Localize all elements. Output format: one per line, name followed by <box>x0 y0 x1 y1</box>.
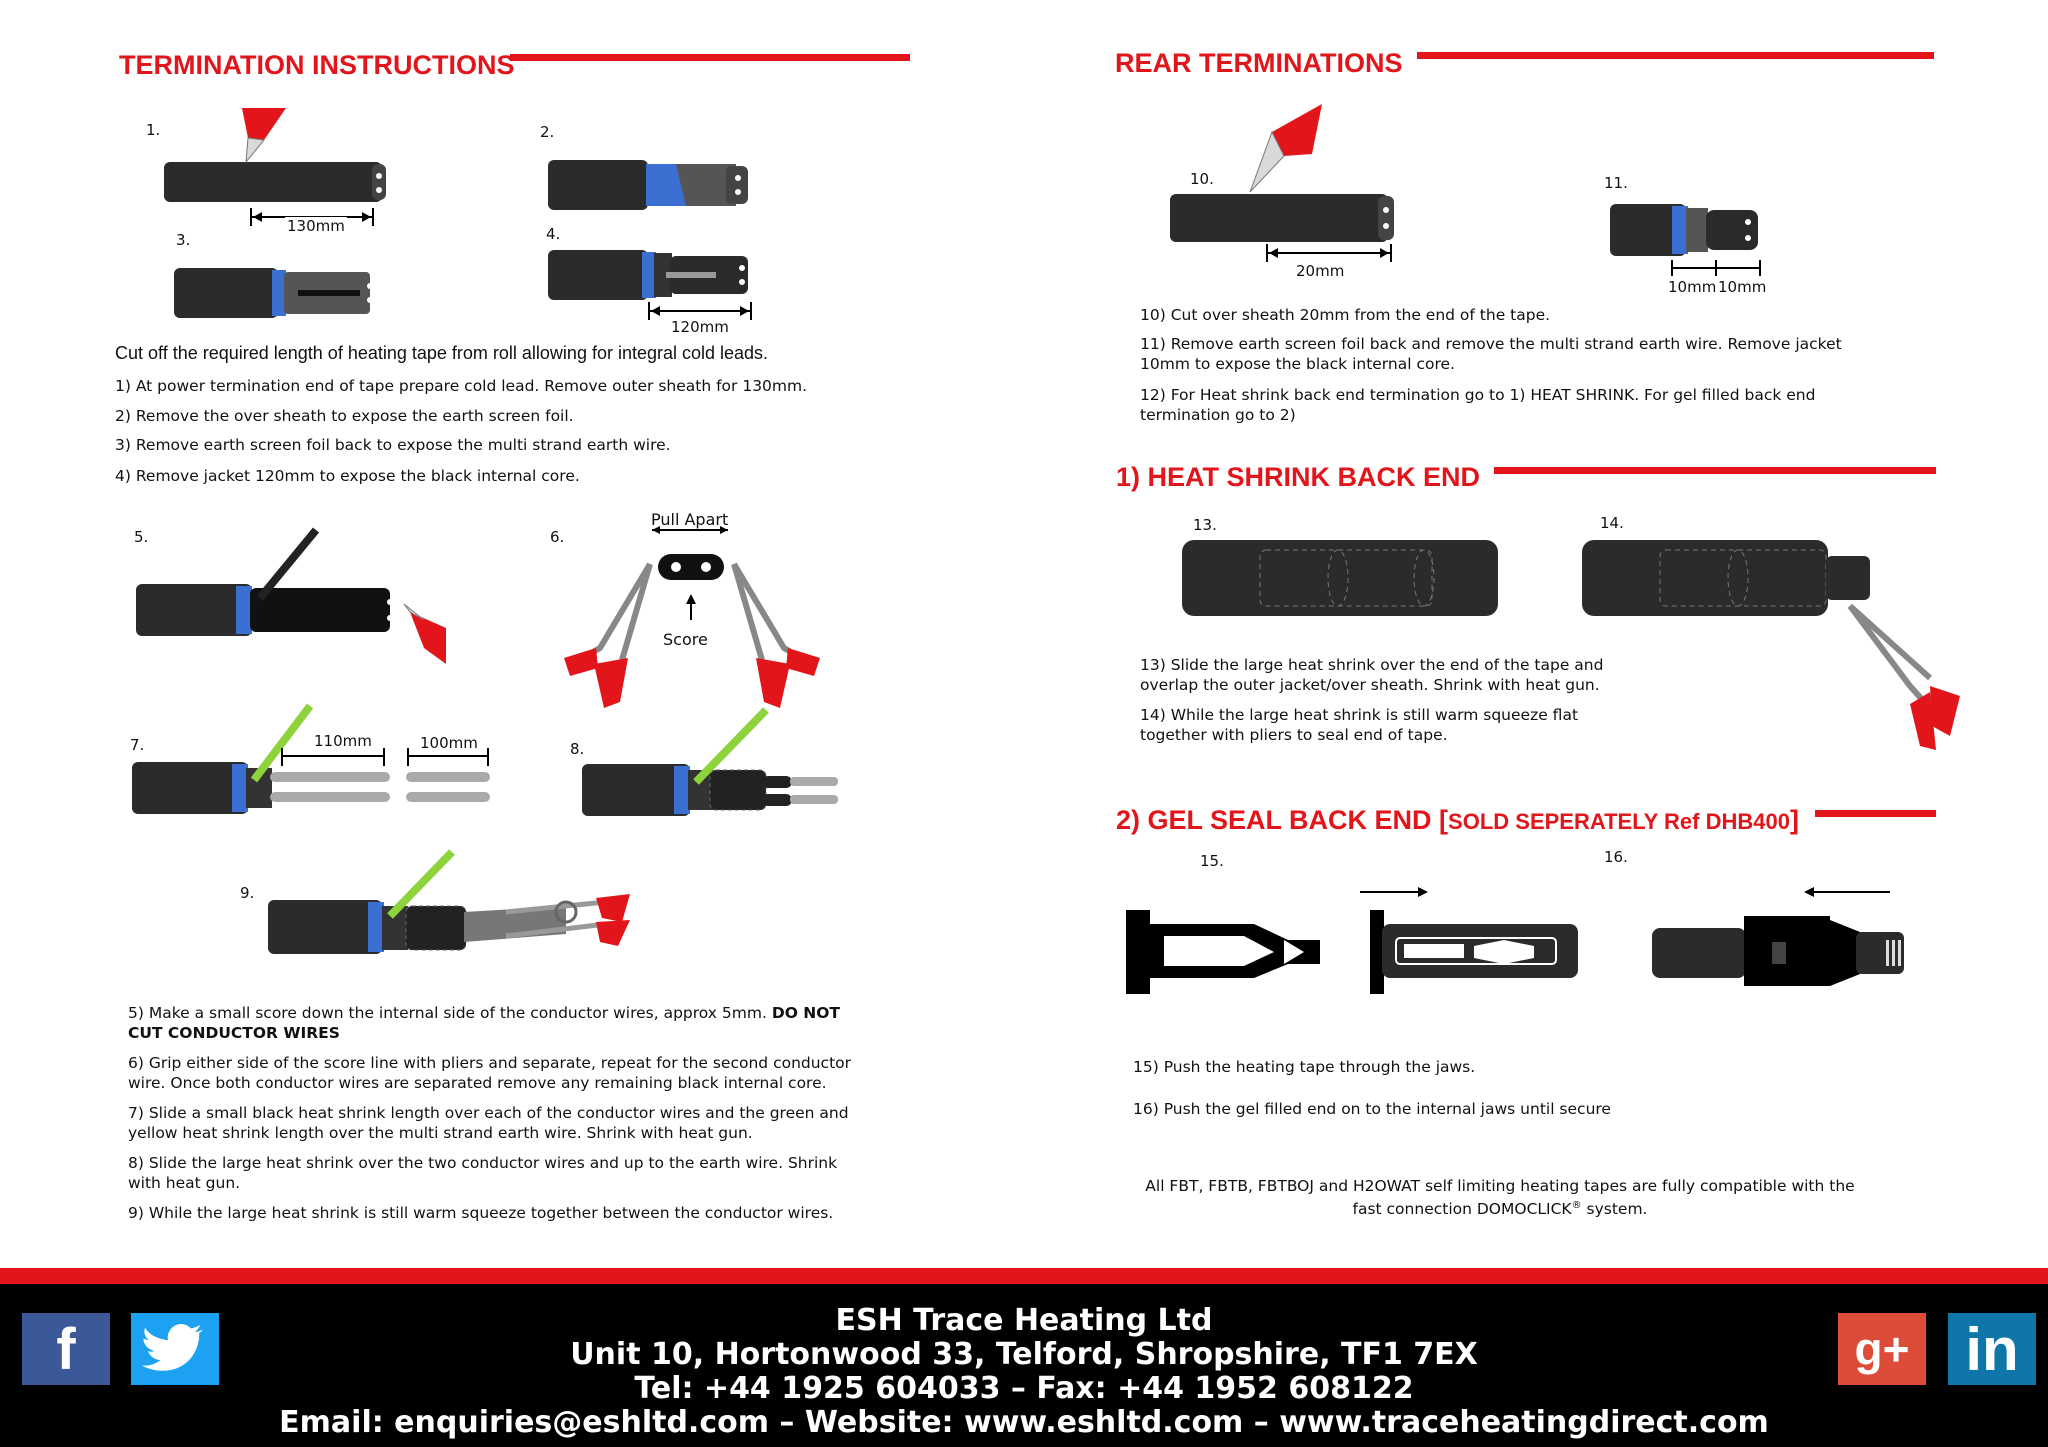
rear-terminations-heading: REAR TERMINATIONS <box>1115 48 1403 78</box>
instruction-7: 7) Slide a small black heat shrink lengt… <box>128 1104 849 1142</box>
footer-red-band <box>0 1268 2048 1284</box>
instruction-12: 12) For Heat shrink back end termination… <box>1140 386 1816 424</box>
step-number: 7. <box>130 736 145 754</box>
instruction-5-text: 5) Make a small score down the internal … <box>128 1004 772 1022</box>
dimension-label: 10mm <box>1718 278 1767 296</box>
heading-rule <box>1494 467 1936 474</box>
dimension-20mm <box>1266 244 1392 262</box>
compat-text: fast connection DOMOCLICK <box>1352 1200 1572 1219</box>
step2-illustration <box>548 160 748 210</box>
facebook-icon[interactable]: f <box>22 1313 110 1385</box>
dimension-120mm <box>648 302 752 320</box>
step15-illustration <box>1126 887 1578 994</box>
step1-illustration <box>164 108 386 202</box>
compat-line-2: fast connection DOMOCLICK® system. <box>1100 1196 1900 1219</box>
compat-line-1: All FBT, FBTB, FBTBOJ and H2OWAT self li… <box>1145 1177 1855 1195</box>
step8-illustration <box>582 707 838 816</box>
instruction-10: 10) Cut over sheath 20mm from the end of… <box>1140 306 1551 324</box>
gel-seal-note: SOLD SEPERATELY Ref DHB400 <box>1448 809 1790 834</box>
score-label: Score <box>663 630 708 649</box>
instruction-2: 2) Remove the over sheath to expose the … <box>115 407 574 425</box>
gel-seal-heading: 2) GEL SEAL BACK END [SOLD SEPERATELY Re… <box>1116 805 1799 836</box>
instruction-16: 16) Push the gel filled end on to the in… <box>1133 1100 1611 1118</box>
step16-illustration <box>1652 887 1904 986</box>
instruction-5: 5) Make a small score down the internal … <box>128 1003 848 1043</box>
instruction-3: 3) Remove earth screen foil back to expo… <box>115 436 671 454</box>
instruction-6: 6) Grip either side of the score line wi… <box>128 1054 852 1092</box>
step13-illustration <box>1182 540 1498 616</box>
step-number: 10. <box>1190 170 1214 188</box>
google-plus-glyph: g+ <box>1854 1323 1910 1375</box>
footer <box>0 1268 2048 1447</box>
company-web[interactable]: Email: enquiries@eshltd.com – Website: w… <box>279 1405 1769 1440</box>
instruction-9: 9) While the large heat shrink is still … <box>128 1204 834 1222</box>
heading-rule <box>510 54 910 61</box>
step-number: 4. <box>546 225 561 243</box>
heat-shrink-heading: 1) HEAT SHRINK BACK END <box>1116 462 1481 492</box>
step-number: 14. <box>1600 514 1624 532</box>
instruction-8: 8) Slide the large heat shrink over the … <box>128 1154 838 1192</box>
instruction-11: 11) Remove earth screen foil back and re… <box>1140 335 1842 373</box>
facebook-glyph: f <box>56 1316 76 1382</box>
step9-illustration <box>268 849 630 954</box>
google-plus-icon[interactable]: g+ <box>1838 1313 1926 1385</box>
instruction-1: 1) At power termination end of tape prep… <box>115 377 808 395</box>
pull-apart-label: Pull Apart <box>651 510 729 529</box>
instruction-15: 15) Push the heating tape through the ja… <box>1133 1058 1476 1076</box>
step-number: 1. <box>146 121 161 139</box>
linkedin-glyph: in <box>1965 1315 2019 1383</box>
dimension-label: 110mm <box>314 732 372 750</box>
intro-text: Cut off the required length of heating t… <box>115 343 769 363</box>
step-number: 8. <box>570 740 585 758</box>
step-number: 3. <box>176 231 191 249</box>
step5-illustration <box>136 527 446 664</box>
dimension-label: 20mm <box>1296 262 1345 280</box>
company-phone: Tel: +44 1925 604033 – Fax: +44 1952 608… <box>634 1371 1414 1406</box>
heading-rule <box>1417 52 1934 59</box>
twitter-bird <box>141 1324 203 1371</box>
heading-rule <box>1815 810 1936 817</box>
instruction-14: 14) While the large heat shrink is still… <box>1140 706 1579 744</box>
step-number: 2. <box>540 123 555 141</box>
step-number: 5. <box>134 528 149 546</box>
compat-text-end: system. <box>1581 1200 1648 1219</box>
step3-illustration <box>174 268 373 318</box>
company-name: ESH Trace Heating Ltd <box>835 1303 1213 1338</box>
step10-illustration <box>1170 104 1394 242</box>
step-number: 9. <box>240 884 255 902</box>
dimension-label: 120mm <box>671 318 729 336</box>
dimension-10mm <box>1671 260 1761 276</box>
step7-illustration <box>132 703 490 814</box>
twitter-icon[interactable] <box>131 1313 219 1385</box>
step-number: 15. <box>1200 852 1224 870</box>
dimension-label: 100mm <box>420 734 478 752</box>
gel-seal-bracket: ] <box>1789 805 1799 835</box>
termination-heading: TERMINATION INSTRUCTIONS <box>119 50 515 80</box>
dimension-label: 10mm <box>1668 278 1717 296</box>
gel-seal-title: 2) GEL SEAL BACK END [ <box>1116 805 1449 835</box>
instruction-5-warning: DO NOT CUT CONDUCTOR WIRES <box>128 1004 840 1042</box>
company-address: Unit 10, Hortonwood 33, Telford, Shropsh… <box>570 1337 1478 1372</box>
step-number: 16. <box>1604 848 1628 866</box>
compatibility-note: All FBT, FBTB, FBTBOJ and H2OWAT self li… <box>1100 1176 1900 1219</box>
step4-illustration <box>548 250 748 300</box>
step6-pliers-illustration <box>564 526 820 708</box>
step-number: 13. <box>1193 516 1217 534</box>
step-number: 6. <box>550 528 565 546</box>
step14-illustration <box>1582 540 1960 750</box>
linkedin-icon[interactable]: in <box>1948 1313 2036 1385</box>
instruction-13: 13) Slide the large heat shrink over the… <box>1140 656 1604 694</box>
instruction-4: 4) Remove jacket 120mm to expose the bla… <box>115 467 580 485</box>
registered-mark: ® <box>1571 1200 1582 1211</box>
step-number: 11. <box>1604 174 1628 192</box>
step11-illustration <box>1610 204 1758 256</box>
dimension-label: 130mm <box>285 217 347 235</box>
